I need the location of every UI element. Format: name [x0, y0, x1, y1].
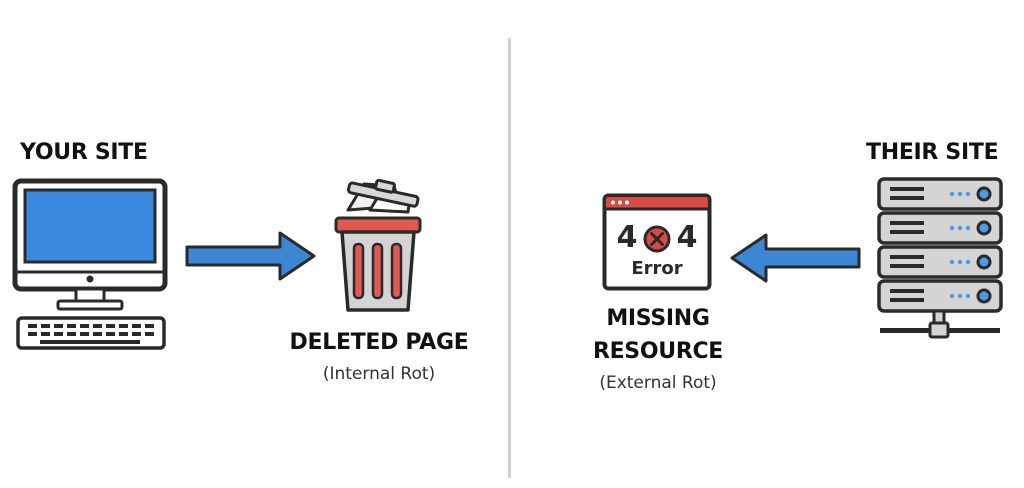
- 404-error-page-icon: [602, 193, 712, 291]
- missing-resource-title-line1: MISSING: [606, 306, 710, 331]
- deleted-page-subtitle: (Internal Rot): [322, 364, 436, 384]
- arrow-icon: [728, 230, 862, 286]
- deleted-page-title: DELETED PAGE: [289, 330, 469, 355]
- arrow-icon: [184, 228, 318, 284]
- missing-resource-subtitle: (External Rot): [599, 373, 717, 393]
- trash-can-icon: [330, 176, 426, 316]
- error-code-right-digit: 4: [676, 220, 698, 255]
- error-label: Error: [631, 258, 683, 279]
- missing-resource-title-line2: RESOURCE: [592, 339, 724, 364]
- your-site-label: YOUR SITE: [20, 140, 148, 165]
- error-code-left-digit: 4: [616, 220, 638, 255]
- center-divider: [508, 38, 511, 478]
- desktop-computer-icon: [12, 178, 168, 354]
- x-circle-icon: [643, 225, 671, 253]
- server-rack-icon: [876, 176, 1004, 348]
- their-site-label: THEIR SITE: [866, 140, 999, 165]
